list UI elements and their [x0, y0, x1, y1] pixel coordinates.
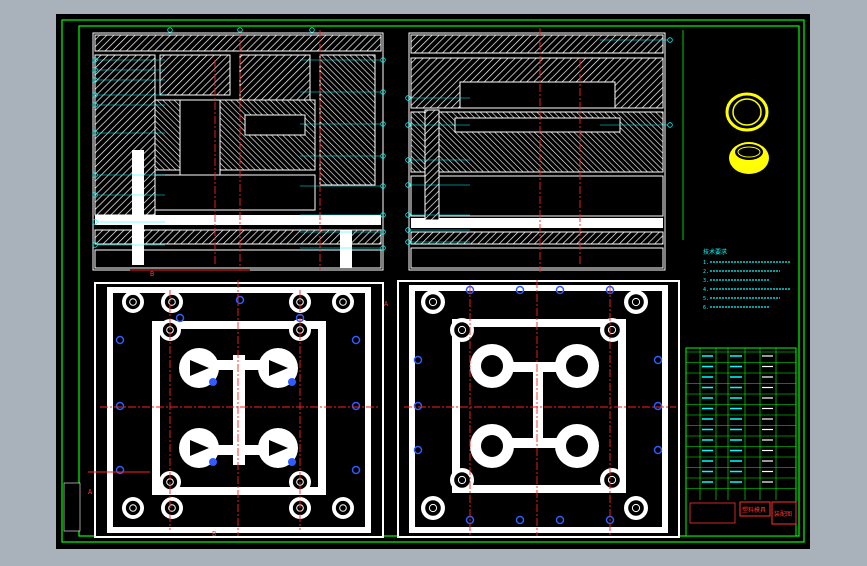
- leader-balloon: [667, 37, 673, 43]
- leader-balloon: [92, 172, 98, 178]
- leader-balloon: [405, 182, 411, 188]
- plan-view-right: [397, 280, 680, 538]
- tech-requirement-line: 3.: [703, 278, 709, 284]
- leader-balloon: [380, 121, 386, 127]
- bolt-hole: [421, 496, 445, 520]
- tech-requirements: 技术要求 1. 2. 3. 4. 5. 6.: [703, 248, 790, 311]
- section-mark-b-bottom: B: [212, 530, 216, 538]
- bolt-hole: [122, 497, 144, 519]
- cavity: [470, 344, 514, 388]
- tech-requirement-line: 2.: [703, 269, 709, 275]
- screw: [351, 335, 361, 345]
- leader-balloon: [380, 57, 386, 63]
- leader-balloon: [405, 122, 411, 128]
- bolt-hole: [450, 468, 474, 492]
- bolt-hole: [421, 290, 445, 314]
- screw: [115, 465, 125, 475]
- cup-part-icon: [729, 142, 769, 174]
- screw: [555, 285, 565, 295]
- leader-balloon: [92, 130, 98, 136]
- tech-requirement-line: 1.: [703, 260, 709, 266]
- leader-balloon: [92, 219, 98, 225]
- leader-balloon: [237, 27, 243, 33]
- leader-balloon: [380, 183, 386, 189]
- leader-balloon: [167, 27, 173, 33]
- bolt-hole: [624, 290, 648, 314]
- leader-balloon: [380, 89, 386, 95]
- section-mark-b-top: B: [150, 270, 154, 278]
- cavity: [555, 424, 599, 468]
- screw: [351, 401, 361, 411]
- bolt-hole: [600, 318, 624, 342]
- generated-geometry: [88, 27, 676, 536]
- tech-requirement-line: 5.: [703, 296, 709, 302]
- bolt-hole: [600, 468, 624, 492]
- bolt-hole: [332, 291, 354, 313]
- section-mark-a-right: A: [384, 300, 389, 308]
- cavity: [555, 344, 599, 388]
- leader-balloon: [405, 95, 411, 101]
- title-block-grid: [686, 348, 796, 500]
- leader-balloon: [380, 245, 386, 251]
- screw: [413, 445, 423, 455]
- tech-requirements-heading: 技术要求: [703, 248, 727, 256]
- bolt-hole: [161, 291, 183, 313]
- screw: [515, 515, 525, 525]
- plan-view-left: [94, 282, 384, 538]
- cavity: [179, 348, 219, 388]
- bolt-hole: [450, 318, 474, 342]
- leader-balloon: [92, 77, 98, 83]
- leader-balloon: [405, 239, 411, 245]
- screw: [413, 401, 423, 411]
- screw: [235, 295, 245, 305]
- screw: [653, 401, 663, 411]
- leader-balloon: [380, 153, 386, 159]
- outer-frame: [61, 19, 805, 543]
- section-view-right: [408, 32, 666, 271]
- screw: [115, 401, 125, 411]
- screw: [653, 355, 663, 365]
- cavity: [258, 428, 298, 468]
- bolt-hole: [332, 497, 354, 519]
- leader-balloon: [405, 157, 411, 163]
- leader-balloon: [380, 229, 386, 235]
- leader-balloon: [92, 57, 98, 63]
- title-block: 塑料模具 装配图: [685, 347, 797, 537]
- leader-balloon: [92, 92, 98, 98]
- tech-requirements-lines: 1. 2. 3. 4. 5. 6.: [703, 260, 790, 311]
- leader-balloon: [405, 212, 411, 218]
- title-block-drawing-title: 装配图: [774, 510, 792, 518]
- section-view-left: [92, 32, 384, 271]
- screw: [555, 515, 565, 525]
- leader-balloon: [92, 67, 98, 73]
- tech-requirement-line: 4.: [703, 287, 709, 293]
- screw: [413, 355, 423, 365]
- ring-part-icon: [725, 92, 769, 132]
- section-mark-a-left: A: [88, 488, 93, 496]
- screw: [515, 285, 525, 295]
- leader-balloon: [92, 192, 98, 198]
- screw: [175, 313, 185, 323]
- bolt-hole: [122, 291, 144, 313]
- bolt-hole: [624, 496, 648, 520]
- bolt-hole: [161, 497, 183, 519]
- screw: [115, 335, 125, 345]
- leader-balloon: [92, 102, 98, 108]
- cavity: [179, 428, 219, 468]
- leader-balloon: [309, 27, 315, 33]
- tech-requirement-line: 6.: [703, 305, 709, 311]
- leader-balloon: [667, 122, 673, 128]
- screw: [351, 465, 361, 475]
- leader-balloon: [92, 242, 98, 248]
- leader-balloon: [380, 212, 386, 218]
- revision-block: [63, 482, 81, 532]
- cavity: [470, 424, 514, 468]
- cavity: [258, 348, 298, 388]
- title-block-stamp: 塑料模具: [742, 506, 766, 514]
- leader-balloon: [405, 227, 411, 233]
- screw: [653, 445, 663, 455]
